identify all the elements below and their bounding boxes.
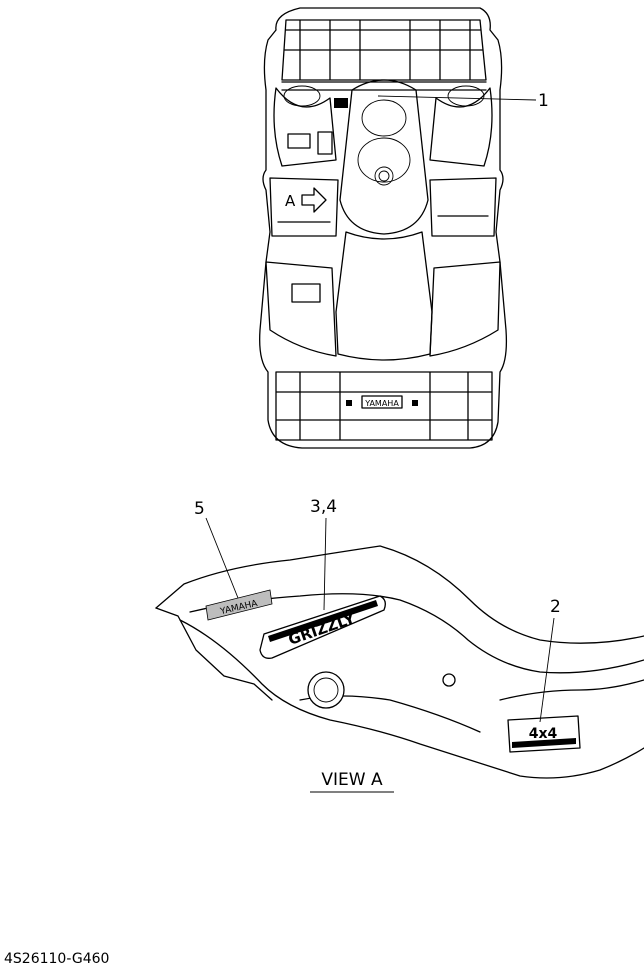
fuel-tank	[339, 79, 429, 235]
grab-hole-inner	[313, 677, 339, 703]
callout-5: 5	[194, 499, 239, 599]
fourwd-text: 4x4	[529, 726, 558, 742]
fender-front-lip	[155, 607, 273, 701]
callout-3-4-label: 3,4	[310, 497, 337, 517]
reservoir	[317, 131, 333, 155]
callout-2-leader	[539, 617, 555, 723]
footwell-right	[429, 177, 497, 237]
handlebar	[281, 81, 487, 91]
callout-3-4-leader	[323, 517, 327, 611]
rear-rack	[275, 371, 493, 441]
view-a-caption: VIEW A	[321, 770, 383, 790]
view-a-marker: A	[285, 187, 327, 213]
fuel-cap	[374, 166, 394, 186]
front-rack	[281, 19, 487, 81]
atv-body-outline	[259, 7, 508, 449]
rear-bolt-left	[346, 400, 352, 406]
part-number: 4S26110-G460	[4, 951, 109, 967]
fourwd-decal-band	[512, 738, 576, 748]
rear-yamaha-text: YAMAHA	[364, 399, 399, 408]
rear-yamaha-decal	[361, 395, 403, 409]
grizzly-decal-band	[268, 600, 378, 642]
front-fender-right	[429, 87, 493, 167]
headlight-left	[283, 85, 321, 107]
callout-2: 2	[539, 597, 561, 723]
rear-fender-left	[265, 261, 337, 357]
view-a-detail: YAMAHA GRIZZLY 4x4	[155, 545, 644, 779]
callout-3-4: 3,4	[310, 497, 337, 611]
callout-1: 1	[377, 91, 549, 111]
front-fender-left	[273, 87, 337, 167]
seat	[335, 231, 433, 361]
callout-5-leader	[205, 517, 239, 599]
rear-fender-right	[429, 261, 501, 357]
rear-box	[291, 283, 321, 303]
callout-1-leader	[377, 95, 537, 101]
fender-inner-line	[189, 593, 644, 674]
switch-box	[287, 133, 311, 149]
fuel-cap-inner	[378, 170, 390, 182]
callout-5-label: 5	[194, 499, 205, 519]
mount-screw	[442, 673, 456, 687]
headlight-right	[447, 85, 485, 107]
fender-side-panel	[155, 545, 644, 644]
view-a-arrow	[301, 187, 327, 213]
callout-2-label: 2	[550, 597, 561, 617]
footwell-left	[269, 177, 339, 237]
tank-center	[357, 137, 411, 183]
atv-top-view: YAMAHA	[259, 7, 508, 449]
callout-1-label: 1	[538, 91, 549, 111]
view-a-letter: A	[285, 192, 296, 210]
fender-lower-edge	[179, 619, 644, 779]
grab-hole	[307, 671, 345, 709]
steering-head	[361, 99, 407, 137]
yamaha-side-decal	[205, 589, 273, 621]
clamp	[334, 98, 348, 108]
rear-bolt-right	[412, 400, 418, 406]
